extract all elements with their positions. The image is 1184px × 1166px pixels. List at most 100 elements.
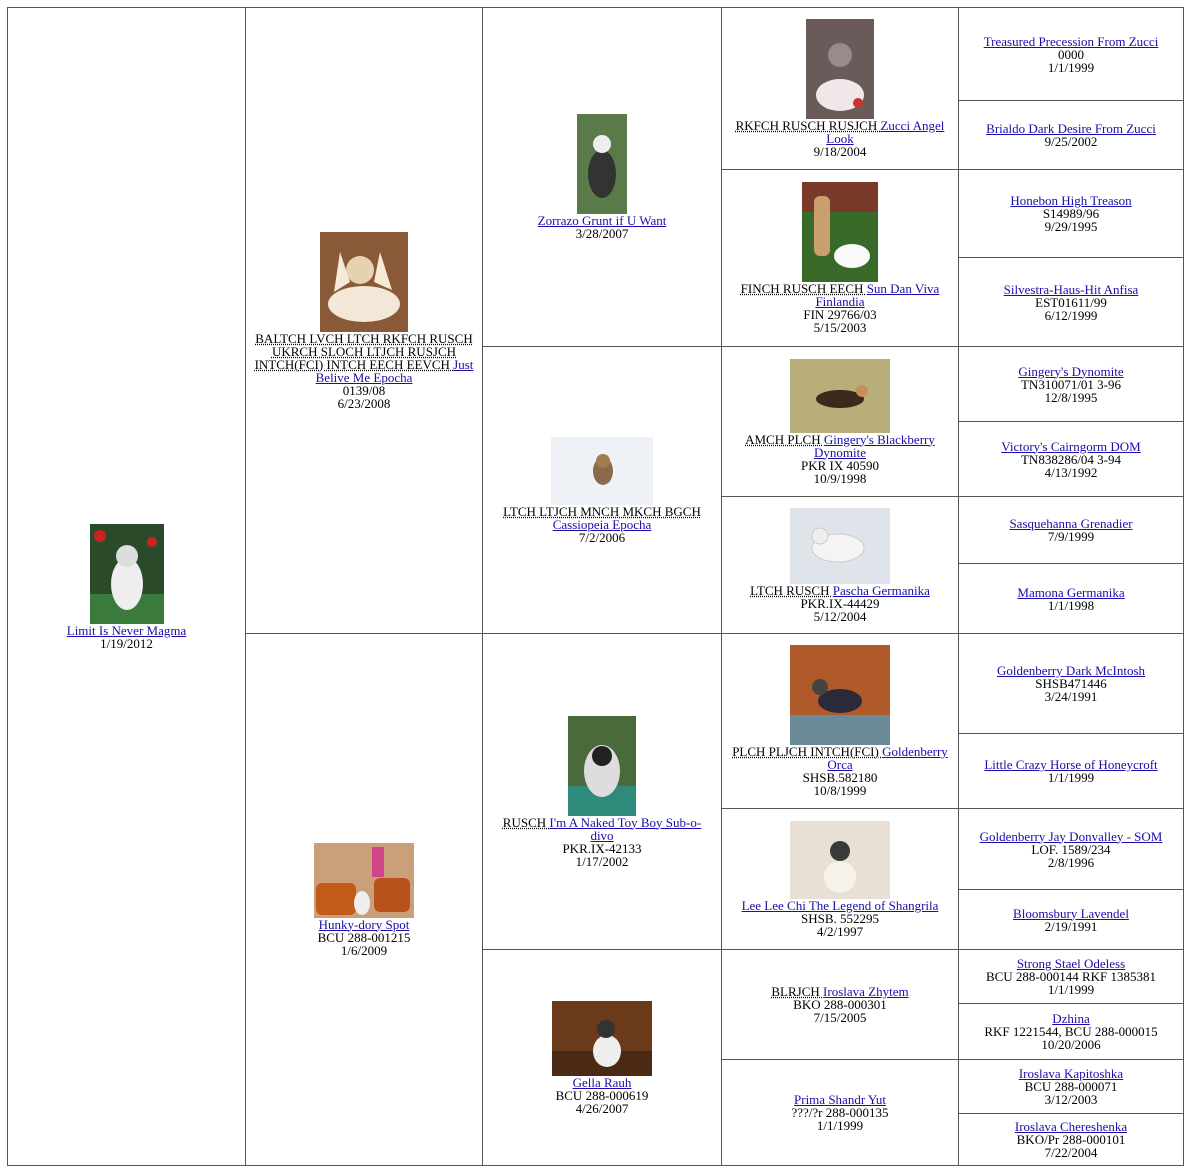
birth-date: 7/22/2004 [1044, 1145, 1098, 1160]
dog-photo[interactable] [552, 1000, 652, 1076]
titles: RKFCH RUSCH RUSJCH [735, 118, 881, 133]
dog-name-link[interactable]: Zorrazo Grunt if U Want [537, 213, 667, 228]
birth-date: 4/26/2007 [575, 1100, 629, 1116]
dog-name-link[interactable]: Strong Stael Odeless [1016, 956, 1126, 971]
pedigree-cell-g5: Bloomsbury Lavendel 2/19/1991 [958, 889, 1184, 950]
dog-name-link[interactable]: Prima Shandr Yut [794, 1092, 886, 1107]
dog-name-link[interactable]: Little Crazy Horse of Honeycroft [984, 757, 1158, 772]
birth-date: 10/9/1998 [813, 470, 867, 486]
dog-photo[interactable] [790, 358, 890, 433]
registration-number: RKF 1221544, BCU 288-000015 [984, 1024, 1158, 1039]
pedigree-cell-ssd: FINCH RUSCH EECH Sun Dan Viva Finlandia … [721, 169, 959, 347]
dog-photo[interactable] [89, 523, 164, 624]
dog-name-link[interactable]: Hunky-dory Spot [318, 916, 410, 932]
dog-name-link[interactable]: Goldenberry Orca [827, 744, 948, 772]
birth-date: 12/8/1995 [1044, 389, 1098, 405]
dog-name-link[interactable]: Goldenberry Dark McIntosh [996, 663, 1145, 678]
pedigree-cell-g5: Goldenberry Dark McIntosh SHSB471446 3/2… [958, 633, 1184, 734]
dog-photo[interactable] [551, 436, 653, 505]
birth-date: 2/8/1996 [1047, 854, 1095, 870]
pedigree-cell-g5: Iroslava Kapitoshka BCU 288-000071 3/12/… [958, 1059, 1184, 1114]
titles: FINCH RUSCH EECH [740, 281, 867, 296]
pedigree-cell-g5: Honebon High Treason S14989/96 9/29/1995 [958, 169, 1184, 258]
registration-number: SHSB471446 [1035, 676, 1107, 691]
dog-name-link[interactable]: Brialdo Dark Desire From Zucci [986, 121, 1156, 136]
registration-number: BCU 288-001215 [317, 929, 411, 945]
dog-photo[interactable] [314, 842, 414, 918]
pedigree-cell-ddd: Prima Shandr Yut ???/?r 288-000135 1/1/1… [721, 1059, 959, 1166]
dog-name-link[interactable]: Silvestra-Haus-Hit Anfisa [1003, 281, 1139, 297]
pedigree-cell-sds: AMCH PLCH Gingery's Blackberry Dynomite … [721, 346, 959, 497]
birth-date: 5/15/2003 [813, 320, 867, 335]
birth-date: 5/12/2004 [813, 608, 867, 624]
dog-name-link[interactable]: Gingery's Dynomite [1018, 363, 1124, 379]
birth-date: 9/29/1995 [1044, 219, 1098, 234]
pedigree-cell-g5: Goldenberry Jay Donvalley - SOM LOF. 158… [958, 808, 1184, 890]
registration-number: LOF. 1589/234 [1031, 841, 1111, 857]
birth-date: 1/1/1999 [1047, 770, 1095, 785]
birth-date: 7/2/2006 [578, 529, 626, 545]
registration-number: PKR.IX-42133 [562, 840, 642, 856]
registration-number: BKO/Pr 288-000101 [1016, 1132, 1126, 1147]
pedigree-cell-g5: Iroslava Chereshenka BKO/Pr 288-000101 7… [958, 1113, 1184, 1166]
dog-name-link[interactable]: Gella Rauh [572, 1074, 632, 1090]
pedigree-cell-g5: Little Crazy Horse of Honeycroft 1/1/199… [958, 733, 1184, 809]
dog-name-link[interactable]: Iroslava Chereshenka [1014, 1119, 1128, 1134]
titles: LTCH RUSCH [750, 582, 833, 598]
dog-name-link[interactable]: Bloomsbury Lavendel [1013, 905, 1129, 921]
dog-name-link[interactable]: Lee Lee Chi The Legend of Shangrila [741, 897, 939, 913]
birth-date: 1/6/2009 [340, 942, 388, 958]
dog-name-link[interactable]: Iroslava Zhytem [823, 984, 909, 999]
dog-photo[interactable] [577, 114, 627, 214]
birth-date: 1/1/1999 [816, 1118, 864, 1133]
dog-name-link[interactable]: Honebon High Treason [1010, 193, 1132, 208]
registration-number: TN310071/01 3-96 [1020, 376, 1122, 392]
pedigree-cell-dsd: Lee Lee Chi The Legend of Shangrila SHSB… [721, 808, 959, 950]
registration-number: BCU 288-000071 [1024, 1079, 1118, 1094]
pedigree-cell-dam: Hunky-dory Spot BCU 288-001215 1/6/2009 [245, 633, 483, 1166]
dog-photo[interactable] [320, 231, 408, 332]
birth-date: 10/8/1999 [813, 783, 867, 798]
dog-name-link[interactable]: Gingery's Blackberry Dynomite [814, 431, 935, 460]
pedigree-cell-sd: LTCH LTJCH MNCH MKCH BGCH Cassiopeia Epo… [482, 346, 722, 634]
dog-photo[interactable] [790, 645, 890, 745]
dog-name-link[interactable]: I'm A Naked Toy Boy Sub-o-divo [549, 814, 702, 843]
pedigree-cell-dds: BLRJCH Iroslava Zhytem BKO 288-000301 7/… [721, 949, 959, 1060]
registration-number: SHSB. 552295 [800, 910, 880, 926]
pedigree-cell-g5: Silvestra-Haus-Hit Anfisa EST01611/99 6/… [958, 257, 1184, 347]
pedigree-cell-sss: RKFCH RUSCH RUSJCH Zucci Angel Look 9/18… [721, 7, 959, 170]
dog-name-link[interactable]: Pascha Germanika [832, 582, 930, 598]
dog-name-link[interactable]: Goldenberry Jay Donvalley - SOM [979, 828, 1163, 844]
dog-photo[interactable] [806, 19, 874, 119]
dog-name-link[interactable]: Treasured Precession From Zucci [983, 33, 1159, 49]
dog-name-link[interactable]: Sun Dan Viva Finlandia [815, 281, 940, 309]
dog-photo[interactable] [790, 507, 890, 584]
birth-date: 4/13/1992 [1044, 464, 1098, 480]
dog-name-link[interactable]: Sasquehanna Grenadier [1009, 516, 1133, 531]
pedigree-cell-g5: Dzhina RKF 1221544, BCU 288-000015 10/20… [958, 1003, 1184, 1060]
dog-name-link[interactable]: Zucci Angel Look [826, 118, 945, 146]
pedigree-cell-ds: RUSCH I'm A Naked Toy Boy Sub-o-divo PKR… [482, 633, 722, 950]
birth-date: 1/19/2012 [100, 635, 153, 651]
dog-name-link[interactable]: Victory's Cairngorm DOM [1001, 438, 1141, 454]
birth-date: 10/20/2006 [1041, 1037, 1101, 1052]
dog-photo[interactable] [802, 182, 878, 282]
titles: AMCH PLCH [745, 431, 824, 447]
titles: PLCH PLJCH INTCH(FCI) [732, 744, 883, 759]
pedigree-cell-g5: Brialdo Dark Desire From Zucci 9/25/2002 [958, 100, 1184, 170]
birth-date: 1/1/1999 [1047, 59, 1095, 75]
dog-name-link[interactable]: Cassiopeia Epocha [552, 516, 652, 532]
dog-photo[interactable] [568, 715, 636, 816]
birth-date: 6/12/1999 [1044, 307, 1098, 323]
dog-name-link[interactable]: Limit Is Never Magma [66, 622, 187, 638]
dog-name-link[interactable]: Just Belive Me Epocha [315, 356, 474, 385]
titles: BLRJCH [771, 984, 824, 999]
birth-date: 7/9/1999 [1047, 529, 1095, 544]
dog-name-link[interactable]: Dzhina [1052, 1011, 1090, 1026]
dog-name-link[interactable]: Iroslava Kapitoshka [1018, 1066, 1124, 1081]
registration-number: TN838286/04 3-94 [1020, 451, 1122, 467]
pedigree-cell-g5: Sasquehanna Grenadier 7/9/1999 [958, 496, 1184, 564]
dog-photo[interactable] [790, 820, 890, 899]
dog-name-link[interactable]: Mamona Germanika [1017, 584, 1125, 600]
registration-number: PKR IX 40590 [800, 457, 879, 473]
